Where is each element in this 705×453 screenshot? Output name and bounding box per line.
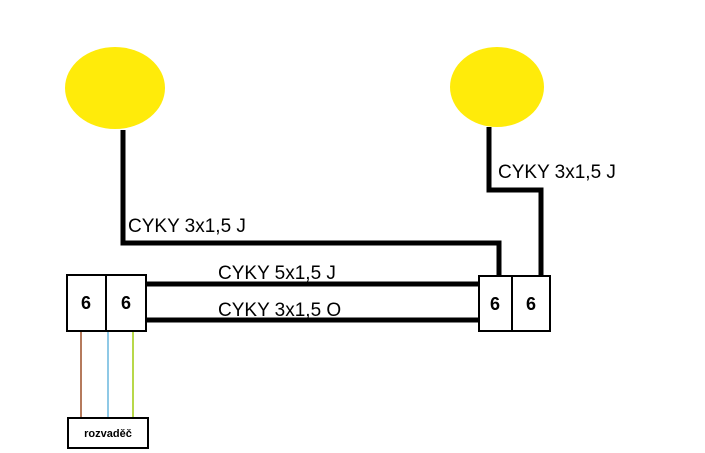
left-switch-b-box xyxy=(105,274,147,332)
left-lamp xyxy=(65,47,165,129)
left-lamp-cable xyxy=(120,130,502,276)
left-switch-a-label: 6 xyxy=(81,293,91,313)
left-lamp-cable-label: CYKY 3x1,5 J xyxy=(128,216,246,237)
right-lamp xyxy=(450,47,544,127)
right-lamp-cable-label: CYKY 3x1,5 J xyxy=(498,162,616,183)
right-switch-b-label: 6 xyxy=(526,294,536,314)
right-switch-b-box xyxy=(511,275,551,332)
right-lamp-cable xyxy=(486,127,544,276)
right-switch-a-label: 6 xyxy=(490,294,500,314)
left-switch-a-box xyxy=(66,274,107,332)
distribution-panel-box xyxy=(67,417,149,449)
bottom-link-cable-label: CYKY 3x1,5 O xyxy=(218,300,341,321)
distribution-panel-label: rozvaděč xyxy=(84,428,132,440)
left-switch-b-label: 6 xyxy=(121,293,131,313)
top-link-cable-label: CYKY 5x1,5 J xyxy=(218,263,336,284)
